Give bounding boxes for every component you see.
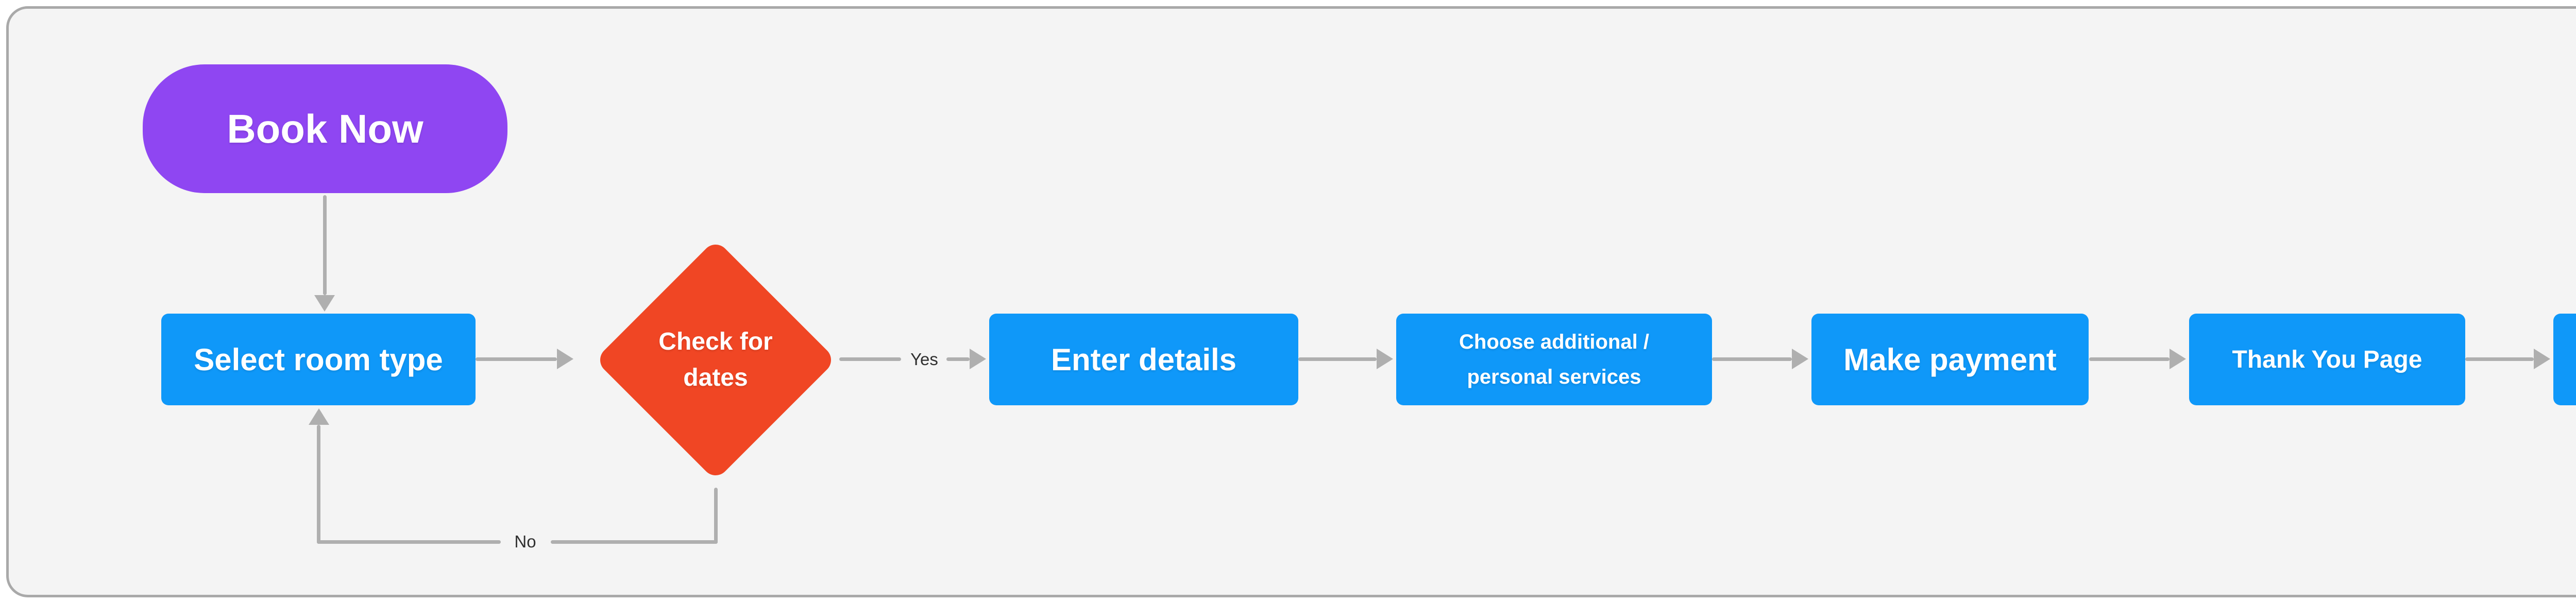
arrowhead-into-exit-page <box>2534 349 2550 369</box>
node-book-now[interactable]: Book Now <box>143 64 507 193</box>
arrowhead-into-thank-you <box>2170 349 2186 369</box>
arrowhead-into-choose-services <box>1377 349 1393 369</box>
edge-label-no: No <box>514 532 536 551</box>
connector-no-horizontal-right <box>551 540 718 544</box>
connector-choose-services-to-make-payment <box>1712 357 1792 361</box>
arrowhead-up-into-select-room <box>309 408 329 425</box>
node-choose-services[interactable]: Choose additional / personal services <box>1396 314 1712 405</box>
connector-no-down-from-diamond <box>714 488 718 544</box>
arrowhead-down-into-select-room <box>314 295 335 312</box>
connector-no-horizontal-left <box>317 540 501 544</box>
node-exit-page[interactable]: Exit Page <box>2553 314 2576 405</box>
connector-make-payment-to-thank-you <box>2089 357 2170 361</box>
connector-no-up-to-select-room <box>317 425 320 544</box>
node-enter-details[interactable]: Enter details <box>989 314 1298 405</box>
node-enter-details-label: Enter details <box>1050 342 1237 377</box>
connector-yes-segment-right <box>946 357 970 361</box>
connector-book-now-to-select-room <box>323 195 327 295</box>
node-thank-you-page-label: Thank You Page <box>2232 346 2422 373</box>
node-select-room-type-label: Select room type <box>194 342 443 377</box>
node-make-payment[interactable]: Make payment <box>1811 314 2089 405</box>
node-check-for-dates-label: Check for dates <box>658 328 773 391</box>
node-thank-you-page[interactable]: Thank You Page <box>2189 314 2465 405</box>
node-choose-services-label: Choose additional / personal services <box>1459 331 1649 388</box>
arrowhead-into-enter-details <box>970 349 986 369</box>
connector-thank-you-to-exit-page <box>2465 357 2534 361</box>
arrowhead-into-make-payment <box>1792 349 1808 369</box>
flowchart-canvas: Book Now Select room type Check for date… <box>6 6 2576 597</box>
node-make-payment-label: Make payment <box>1843 342 2057 377</box>
node-select-room-type[interactable]: Select room type <box>161 314 476 405</box>
node-check-for-dates[interactable]: Check for dates <box>595 239 837 481</box>
connector-enter-details-to-choose-services <box>1298 357 1377 361</box>
node-book-now-label: Book Now <box>227 106 423 151</box>
connector-select-room-to-check-dates <box>476 357 557 361</box>
connector-yes-segment-left <box>839 357 901 361</box>
arrowhead-into-check-dates <box>557 349 573 369</box>
edge-label-yes: Yes <box>910 350 938 369</box>
